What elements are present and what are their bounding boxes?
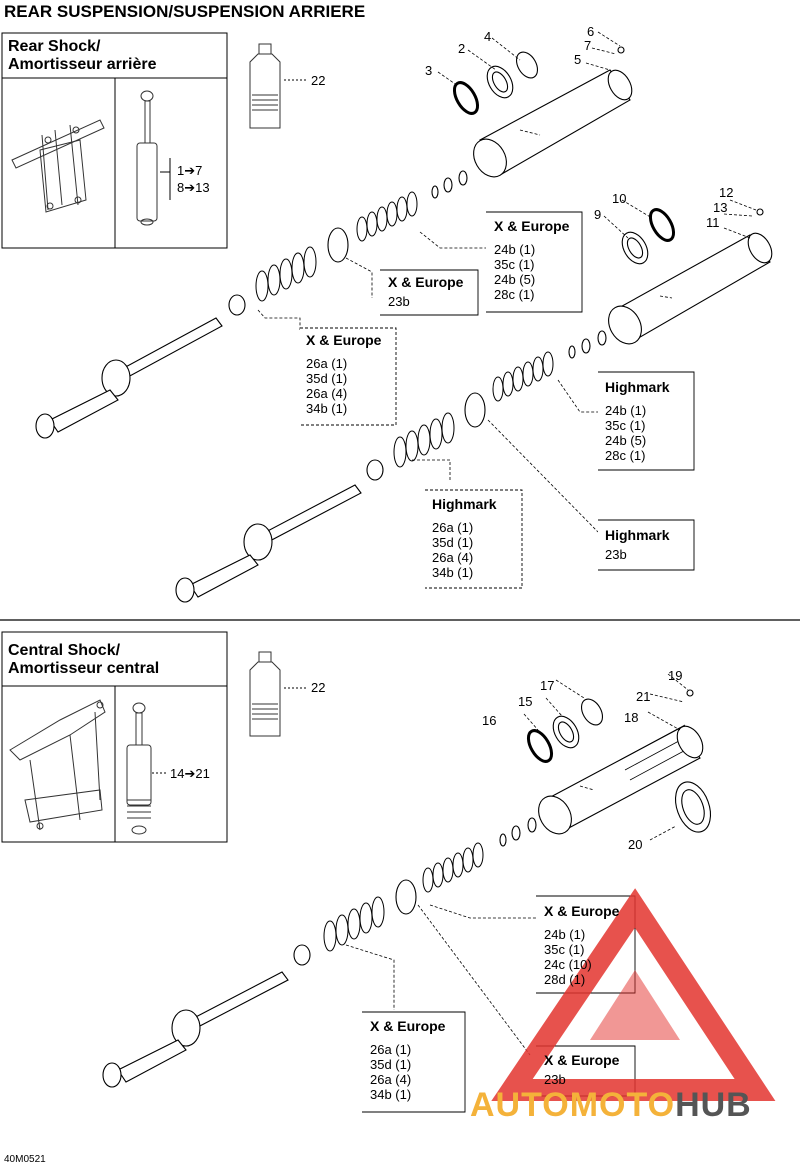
range-label: 14➔21 <box>170 766 210 781</box>
callout: X & Europe 24b (1) 35c (1) 24b (5) 28c (… <box>494 218 570 303</box>
callout-line: 24b (1) <box>494 242 536 257</box>
callout-line: 35c (1) <box>605 418 646 433</box>
central-shock-assembly <box>102 689 712 1088</box>
part-number: 20 <box>628 837 643 852</box>
part-number: 4 <box>484 29 492 44</box>
watermark-part1: AUTOMOTO <box>470 1086 676 1124</box>
watermark-part2: HUB <box>675 1086 752 1124</box>
rear-shock-1-assembly <box>35 46 633 439</box>
watermark-logo <box>491 888 776 1101</box>
callout-heading: X & Europe <box>388 274 464 290</box>
callout-line: 24b (5) <box>494 272 536 287</box>
callout: Highmark 26a (1) 35d (1) 26a (4) 34b (1) <box>432 496 497 581</box>
callout-heading: Highmark <box>605 527 670 543</box>
callout-line: 35c (1) <box>544 942 585 957</box>
page-title: REAR SUSPENSION/SUSPENSION ARRIERE <box>4 2 366 21</box>
callout-line: 35c (1) <box>494 257 535 272</box>
part-number: 12 <box>719 185 734 200</box>
callout-line: 26a (1) <box>432 520 474 535</box>
watermark-text: AUTOMOTOHUB <box>470 1086 752 1125</box>
grease-bottle-bottom <box>249 651 281 737</box>
callout-heading: Highmark <box>605 379 670 395</box>
callout-heading: X & Europe <box>544 1052 620 1068</box>
callout-line: 35d (1) <box>432 535 474 550</box>
part-number: 21 <box>636 689 651 704</box>
callout-line: 26a (4) <box>370 1072 412 1087</box>
callout-line: 23b <box>605 547 627 562</box>
callout-line: 24b (1) <box>605 403 647 418</box>
central-shock-heading: Central Shock/ Amortisseur central <box>8 642 159 678</box>
callout: X & Europe 23b <box>388 274 464 310</box>
part-number: 9 <box>594 207 602 222</box>
callout-heading: X & Europe <box>494 218 570 234</box>
callout-line: 28c (1) <box>605 448 646 463</box>
rear-shock-sketch <box>136 90 158 226</box>
callout-heading: Highmark <box>432 496 497 512</box>
callout-line: 24b (1) <box>544 927 586 942</box>
callout-line: 26a (1) <box>306 356 348 371</box>
range-label: 1➔7 <box>177 163 203 178</box>
part-number: 5 <box>574 52 582 67</box>
part-number: 7 <box>584 38 592 53</box>
diagram-code: 40M0521 <box>4 1154 46 1165</box>
part-number: 18 <box>624 710 639 725</box>
callout-line: 26a (1) <box>370 1042 412 1057</box>
part-number: 10 <box>612 191 627 206</box>
rear-shock-2-assembly <box>175 208 773 603</box>
callout-line: 28d (1) <box>544 972 586 987</box>
callout-line: 23b <box>544 1072 566 1087</box>
callout: Highmark 24b (1) 35c (1) 24b (5) 28c (1) <box>605 379 670 464</box>
callout-line: 34b (1) <box>306 401 348 416</box>
callout: X & Europe 26a (1) 35d (1) 26a (4) 34b (… <box>370 1018 446 1103</box>
central-shock-heading-fr: Amortisseur central <box>8 660 160 677</box>
callout: Highmark 23b <box>605 527 670 563</box>
part-number: 11 <box>706 215 720 230</box>
rear-shock-heading: Rear Shock/ Amortisseur arrière <box>8 38 157 74</box>
callout: X & Europe 26a (1) 35d (1) 26a (4) 34b (… <box>306 332 382 417</box>
callout-line: 28c (1) <box>494 287 535 302</box>
rear-shock-heading-en: Rear Shock/ <box>8 38 101 55</box>
callout-line: 34b (1) <box>370 1087 412 1102</box>
part-number: 3 <box>425 63 433 78</box>
callout-heading: X & Europe <box>306 332 382 348</box>
rear-frame-sketch <box>11 119 105 213</box>
part-number: 22 <box>311 73 326 88</box>
callout-line: 26a (4) <box>432 550 474 565</box>
part-number: 19 <box>668 668 683 683</box>
part-number: 13 <box>713 200 728 215</box>
callout-box-frames <box>300 211 695 1113</box>
callout-line: 26a (4) <box>306 386 348 401</box>
central-shock-heading-en: Central Shock/ <box>8 642 121 659</box>
central-shock-sketch <box>126 702 152 835</box>
callout-line: 35d (1) <box>306 371 348 386</box>
range-label: 8➔13 <box>177 180 210 195</box>
callout-line: 24c (10) <box>544 957 592 972</box>
central-frame-sketch <box>9 699 106 831</box>
grease-bottle-top <box>249 43 281 129</box>
part-number: 2 <box>458 41 466 56</box>
part-number: 22 <box>311 680 326 695</box>
callout-line: 24b (5) <box>605 433 647 448</box>
rear-shock-heading-fr: Amortisseur arrière <box>8 56 157 73</box>
callout: X & Europe 24b (1) 35c (1) 24c (10) 28d … <box>544 903 620 988</box>
callout-heading: X & Europe <box>370 1018 446 1034</box>
callout-line: 35d (1) <box>370 1057 412 1072</box>
part-number: 17 <box>540 678 555 693</box>
callout: X & Europe 23b <box>544 1052 620 1088</box>
callout-heading: X & Europe <box>544 903 620 919</box>
part-number: 15 <box>518 694 533 709</box>
part-number: 16 <box>482 713 497 728</box>
callout-line: 34b (1) <box>432 565 474 580</box>
callout-line: 23b <box>388 294 410 309</box>
part-number: 6 <box>587 24 595 39</box>
